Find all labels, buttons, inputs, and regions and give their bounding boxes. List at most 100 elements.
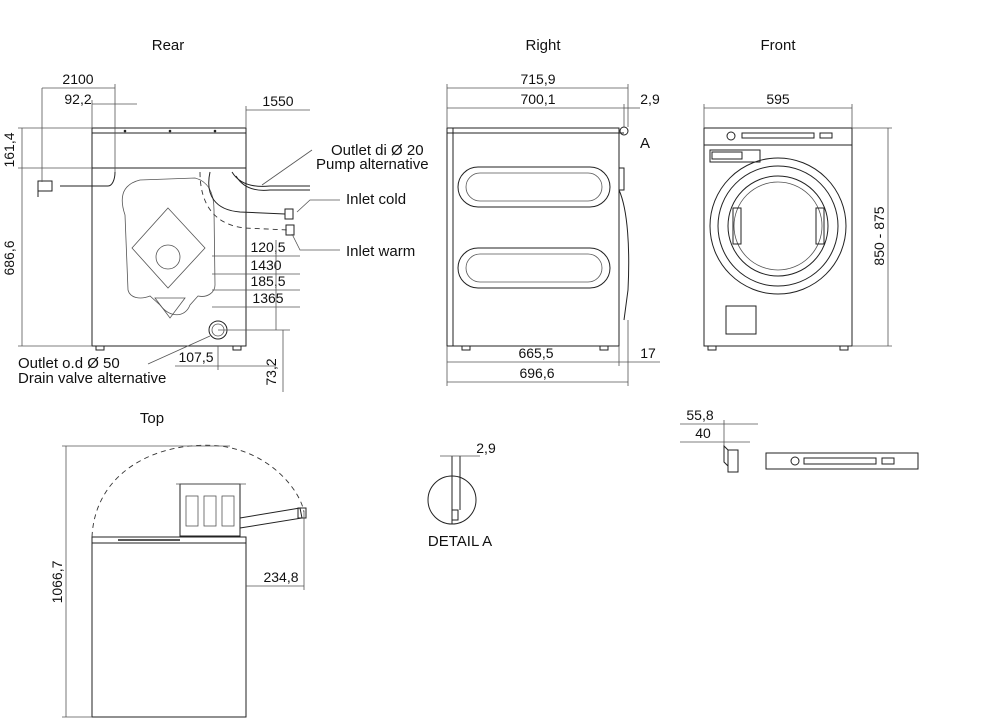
control-panel-detail: 55,8 40 <box>680 407 919 473</box>
dim-715-9: 715,9 <box>520 71 555 87</box>
rear-foot-right <box>232 345 242 351</box>
rear-inlet-warm-fitting <box>285 224 295 236</box>
dim-detail-2-9: 2,9 <box>476 440 496 456</box>
dim-595: 595 <box>766 91 790 107</box>
rear-view-title: Rear <box>152 37 185 54</box>
callout-inlet-cold: Inlet cold <box>346 191 406 208</box>
leader-inlet-warm <box>291 233 340 251</box>
dim-696-6: 696,6 <box>519 365 554 381</box>
rear-power-cable <box>60 171 116 187</box>
rear-screw <box>213 129 217 133</box>
top-view-title: Top <box>140 410 164 427</box>
right-lower-rib-inner <box>465 253 603 283</box>
rear-inner-panel <box>121 177 216 316</box>
dim-17: 17 <box>640 345 656 361</box>
rear-outlet-hose-wall <box>235 175 310 191</box>
right-view-title: Right <box>525 37 561 54</box>
detail-a-title: DETAIL A <box>428 533 492 550</box>
rear-lower-tab <box>154 297 186 319</box>
front-door-hinge <box>732 207 742 245</box>
dim-73-2: 73,2 <box>263 358 279 385</box>
dim-850-875: 850 - 875 <box>871 206 887 265</box>
front-door-ring <box>717 165 839 287</box>
rear-diamond-plate <box>131 207 206 289</box>
front-detergent-drawer <box>709 149 761 163</box>
top-view: Top 1066,7 234,8 <box>49 410 307 718</box>
right-view: Right A 715,9 700,1 2,9 665,5 17 696,6 <box>446 37 660 386</box>
panel-knob <box>790 456 800 466</box>
callout-outlet-od: Outlet o.d Ø 50 <box>18 355 120 372</box>
dim-40: 40 <box>695 425 711 441</box>
front-program-knob <box>726 131 736 141</box>
panel-start <box>881 457 895 465</box>
leader-outlet <box>261 149 313 186</box>
front-control-buttons <box>741 132 815 139</box>
dim-2100: 2100 <box>62 71 93 87</box>
dim-120-5: 120,5 <box>250 239 285 255</box>
rear-inlet-warm-hose <box>199 171 289 231</box>
front-door-ring-outer <box>709 157 847 295</box>
dim-1066-7: 1066,7 <box>49 560 65 603</box>
dim-1430: 1430 <box>250 257 281 273</box>
front-door-handle <box>815 207 825 245</box>
dim-185-5: 185,5 <box>250 273 285 289</box>
right-hinge-a <box>619 126 629 136</box>
rear-view: Rear 2100 92,2 <box>1 37 429 392</box>
leader-inlet-cold <box>296 199 340 213</box>
rear-center-circle <box>155 244 181 270</box>
front-body-outline <box>703 127 853 347</box>
rear-outlet-hose <box>231 171 310 187</box>
front-foot-left <box>707 345 717 351</box>
dim-700-1: 700,1 <box>520 91 555 107</box>
right-foot-front <box>599 345 609 351</box>
right-upper-rib-inner <box>465 172 603 202</box>
detail-a-hinge <box>452 509 459 521</box>
rear-foot-left <box>95 345 105 351</box>
callout-drain-valve: Drain valve alternative <box>18 370 166 387</box>
front-drawer-handle <box>711 151 743 160</box>
panel-side-knob <box>723 444 729 468</box>
top-hose <box>239 507 303 529</box>
right-body-outline <box>446 127 620 347</box>
right-door-latch <box>618 167 625 191</box>
dim-1365: 1365 <box>252 290 283 306</box>
panel-side-profile <box>727 449 739 473</box>
front-door-glass-inner <box>733 181 823 271</box>
callout-pump-alternative: Pump alternative <box>316 156 429 173</box>
top-valve <box>203 495 217 527</box>
top-hose-end <box>297 507 307 519</box>
front-start-button <box>819 132 833 139</box>
dim-665-5: 665,5 <box>518 345 553 361</box>
detail-a-view: 2,9 DETAIL A <box>427 440 496 550</box>
dim-55-8: 55,8 <box>686 407 713 423</box>
dim-1550: 1550 <box>262 93 293 109</box>
right-marker-a: A <box>640 135 650 152</box>
rear-screw <box>168 129 172 133</box>
top-valve <box>221 495 235 527</box>
callout-outlet-di: Outlet di Ø 20 <box>331 142 424 159</box>
right-door-profile <box>618 189 630 321</box>
dim-686-6: 686,6 <box>1 240 17 275</box>
top-body-outline <box>91 536 247 718</box>
right-foot-rear <box>461 345 471 351</box>
leader-outlet-od <box>147 335 211 365</box>
dim-92-2: 92,2 <box>64 91 91 107</box>
rear-power-plug <box>37 180 53 192</box>
panel-buttons <box>803 457 877 465</box>
rear-inlet-cold-fitting <box>284 208 294 220</box>
callout-inlet-warm: Inlet warm <box>346 243 415 260</box>
dim-234-8: 234,8 <box>263 569 298 585</box>
front-view-title: Front <box>760 37 796 54</box>
dim-107-5: 107,5 <box>178 349 213 365</box>
panel-top-strip <box>765 452 919 470</box>
rear-screw <box>123 129 127 133</box>
right-lower-rib <box>457 247 611 289</box>
front-view: Front 595 850 - 875 <box>703 37 892 351</box>
front-filter-hatch <box>725 305 757 335</box>
front-door-glass <box>727 175 829 277</box>
dim-right-2-9: 2,9 <box>640 91 660 107</box>
top-rear-connections <box>179 483 241 537</box>
top-valve <box>185 495 199 527</box>
